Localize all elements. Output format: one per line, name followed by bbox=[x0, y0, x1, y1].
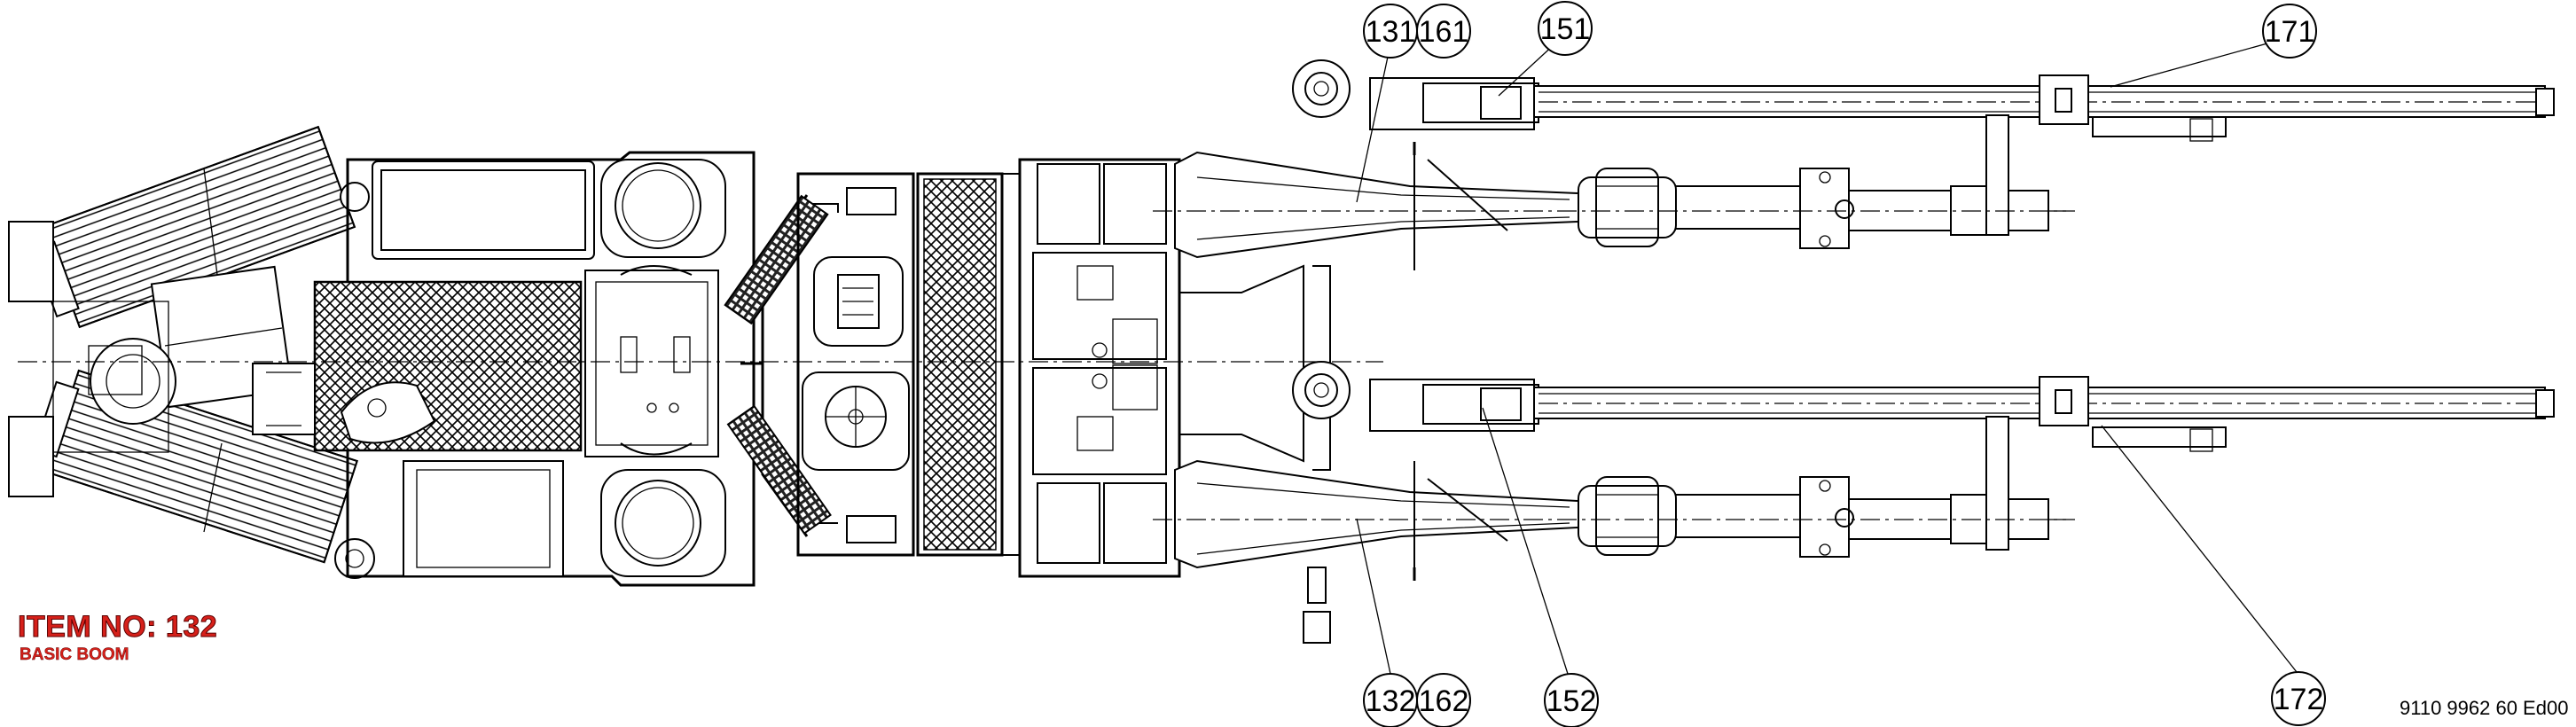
item-number-label: ITEM NO: 132 bbox=[17, 610, 218, 645]
boom-2 bbox=[1174, 361, 2066, 581]
callout-leaders bbox=[1356, 36, 2298, 675]
callout-162: 162 bbox=[1416, 673, 1471, 727]
document-number: 9110 9962 60 Ed00 bbox=[2400, 697, 2569, 719]
callout-161: 161 bbox=[1416, 4, 1471, 59]
centerlines bbox=[18, 210, 2075, 520]
callout-131-label: 131 bbox=[1366, 15, 1416, 49]
callout-151-label: 151 bbox=[1540, 12, 1591, 46]
callout-162-label: 162 bbox=[1419, 684, 1469, 718]
callout-132: 132 bbox=[1363, 673, 1418, 727]
callout-171: 171 bbox=[2262, 4, 2317, 59]
front-radiator-grille bbox=[916, 172, 1020, 557]
callout-172: 172 bbox=[2271, 671, 2326, 726]
feed-1 bbox=[1369, 74, 2555, 236]
callout-152-label: 152 bbox=[1546, 684, 1597, 718]
operator-cab bbox=[796, 172, 915, 557]
articulation-joint bbox=[724, 194, 839, 537]
rear-chassis bbox=[252, 151, 756, 587]
feed-2 bbox=[1369, 376, 2555, 551]
callout-132-label: 132 bbox=[1366, 684, 1416, 718]
callout-131: 131 bbox=[1363, 4, 1418, 59]
callout-152: 152 bbox=[1544, 673, 1599, 727]
front-carrier bbox=[1018, 158, 1331, 644]
callout-171-label: 171 bbox=[2265, 15, 2315, 49]
rear-wheels bbox=[600, 159, 726, 577]
item-subtitle: BASIC BOOM bbox=[20, 645, 129, 664]
callout-172-label: 172 bbox=[2274, 683, 2324, 716]
callout-161-label: 161 bbox=[1419, 15, 1469, 49]
callout-151: 151 bbox=[1538, 1, 1593, 56]
